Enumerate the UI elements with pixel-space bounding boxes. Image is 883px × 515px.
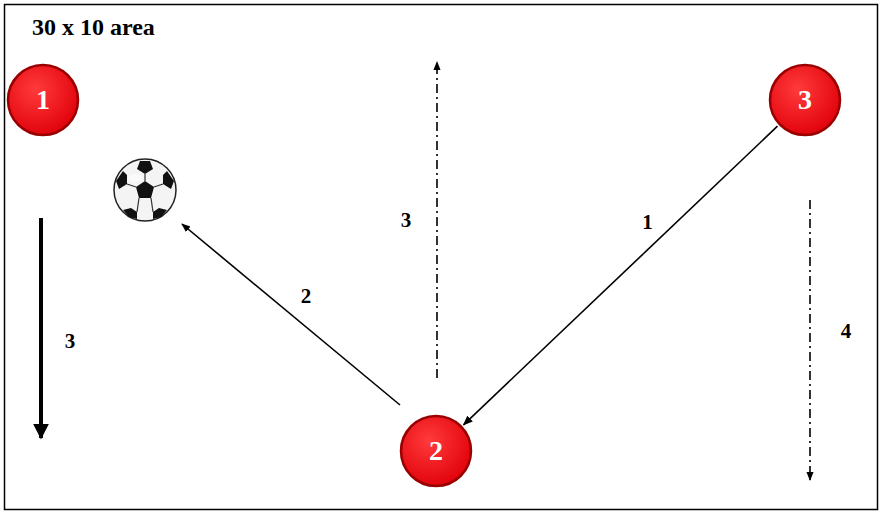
step-number: 3 — [398, 209, 415, 232]
run-arrow — [436, 62, 438, 378]
step-number: 4 — [838, 320, 855, 343]
player-circle: 3 — [768, 63, 842, 137]
area-border — [5, 5, 878, 510]
player-circle: 1 — [6, 63, 80, 137]
player-number: 2 — [429, 437, 443, 465]
player-circle: 2 — [399, 414, 473, 488]
step-number: 2 — [298, 285, 315, 308]
pass-arrow — [182, 224, 400, 405]
pass-arrow — [464, 126, 778, 425]
player-number: 1 — [36, 86, 50, 114]
pass-number: 1 — [639, 211, 656, 234]
step-number: 3 — [62, 330, 79, 353]
player-number: 3 — [798, 86, 812, 114]
dribble-arrow — [39, 218, 43, 438]
area-title: 30 x 10 area — [32, 14, 155, 41]
run-arrow — [809, 200, 811, 480]
soccer-ball — [114, 159, 176, 221]
